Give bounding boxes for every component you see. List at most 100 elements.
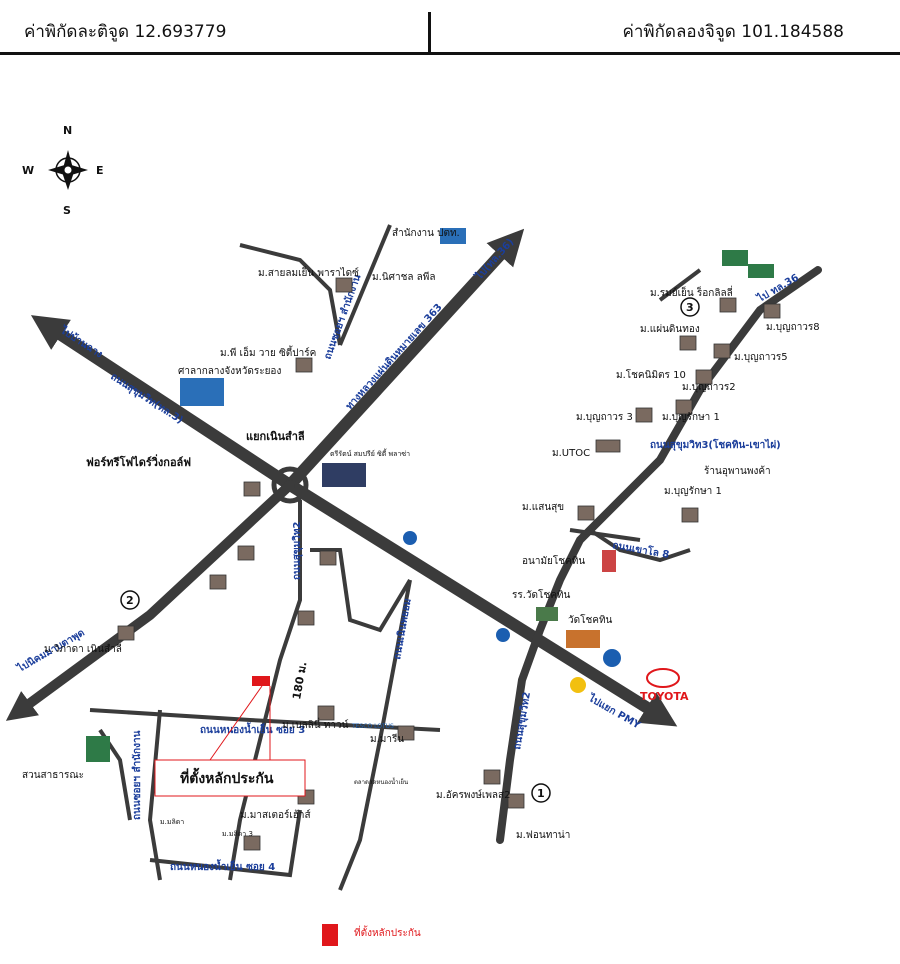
house-icon	[713, 343, 731, 359]
tree-icon	[722, 250, 748, 266]
house-icon	[317, 705, 335, 721]
house-icon	[237, 545, 255, 561]
caltex-icon	[603, 649, 621, 667]
house-icon	[209, 574, 227, 590]
house-icon	[243, 835, 261, 851]
toyota-text: TOYOTA	[640, 690, 689, 703]
compass-e: E	[96, 164, 104, 177]
label-ma-rin: ม.มารีน	[370, 733, 404, 745]
main-roads	[5, 228, 822, 844]
court-building-icon	[180, 378, 224, 406]
label-plaza: ตรีรัตน์ สมปรีย์ ซิตี้ พลาซ่า	[330, 447, 410, 458]
tree-icon	[748, 264, 774, 278]
label-bunrak1b: ม.บุญรักษา 1	[664, 486, 722, 497]
label-bunthavorn5: ม.บุญถาวร5	[734, 352, 788, 363]
label-to-36-top: ไป(ทล.36)	[472, 235, 516, 282]
gas-station-icon	[496, 628, 510, 642]
legend-swatch	[322, 924, 338, 946]
compass-w: W	[22, 164, 34, 177]
label-master: ม.มาสเตอร์เฮ้าส์	[240, 809, 311, 821]
label-fontana: ม.ฟอนทาน่า	[516, 830, 570, 841]
property-marker: ที่ตั้งหลักประกัน 180 ม.	[154, 661, 310, 797]
label-rd-sukhumvit2: ถนนสุขุมวิท2	[291, 522, 303, 580]
house-icon	[635, 407, 653, 423]
compass-rose: N S E W	[22, 124, 104, 217]
label-ma-lika: ม.มลิดา	[160, 818, 184, 826]
label-rd-sukhumvit3: ถนนสุขุมวิท(ทล.3)	[108, 370, 185, 426]
label-school: รร.วัดโชคทิน	[512, 588, 570, 601]
label-forest-golf: ฟอร์ทรีโฟไดร์วิ่งกอล์ฟ	[86, 454, 191, 469]
house-icon	[719, 297, 737, 313]
house-icon	[295, 357, 313, 373]
house-icon	[681, 507, 699, 523]
house-icon	[319, 550, 337, 566]
label-health: อนามัยโชคทิน	[522, 554, 585, 567]
house-icon	[483, 769, 501, 785]
house-icons	[117, 277, 781, 851]
label-temple: วัดโชคทิน	[568, 613, 613, 626]
coordinate-header: ค่าพิกัดละติจูด 12.693779 ค่าพิกัดลองจิจ…	[0, 0, 900, 56]
label-moo1: ม.อัครพงษ์เพลส2	[436, 789, 511, 801]
house-icon	[335, 277, 353, 293]
label-saendin: ม.แผ่นดินทอง	[640, 324, 700, 335]
header-rule	[0, 52, 900, 55]
number-markers: 2 1 3	[120, 297, 700, 803]
school-icon	[536, 607, 558, 621]
house-icon	[243, 481, 261, 497]
label-office: สำนักงาน ปตท.	[392, 228, 460, 239]
label-road-side: ถนนซอยฯ สำนักงาน	[131, 730, 143, 820]
label-saensuk: ม.แสนสุข	[522, 502, 564, 513]
label-rd-nong-nam-yen4: ถนนหนองน้ำเย็น ซอย 4	[170, 859, 275, 873]
property-label: ที่ตั้งหลักประกัน	[180, 767, 274, 787]
legend-label: ที่ตั้งหลักประกัน	[354, 925, 421, 939]
label-chokniminmit: ม.โชคนิมิตร 10	[616, 368, 686, 381]
label-nisa: ม.นิศาชล ลพีล	[372, 271, 436, 283]
label-public-park: สวนสาธารณะ	[22, 770, 84, 781]
house-icon	[117, 625, 135, 641]
house-icon	[695, 369, 713, 385]
label-court: ศาลากลางจังหวัดระยอง	[178, 366, 281, 377]
label-bunthavorn8: ม.บุญถาวร8	[766, 322, 820, 333]
latitude-label: ค่าพิกัดละติจูด 12.693779	[24, 22, 227, 42]
marker-2: 2	[126, 594, 134, 607]
gas-station-icon	[403, 531, 417, 545]
marker-1: 1	[537, 787, 545, 800]
label-bunrak1: ม.บุญรักษา 1	[662, 412, 720, 423]
label-utoc: ม.UTOC	[552, 448, 590, 459]
label-ban-saeng: ม.เบลลินี่ ทาวน์	[282, 717, 349, 731]
plaza-building-icon	[322, 463, 366, 487]
label-ma-lika3: ม.มลิดา 3	[222, 830, 253, 838]
house-icon	[679, 335, 697, 351]
label-noen-sam-intersection: แยกเนินสำลี	[246, 430, 305, 443]
label-rd-khao-lo: ถนนเขาโล 8	[611, 538, 670, 561]
compass-n: N	[63, 124, 72, 137]
house-icon	[577, 505, 595, 521]
park-icon	[86, 736, 110, 762]
label-bunthavorn3: ม.บุญถาวร 3	[576, 412, 633, 423]
house-icon	[297, 610, 315, 626]
label-romyen: ม.รมย์เย็น ร็อกลิลลี่	[650, 285, 733, 299]
house-icon	[763, 303, 781, 319]
label-market: ตลาดสดหนองน้ำเย็น	[354, 776, 408, 786]
shell-icon	[570, 677, 586, 693]
large-buildings	[86, 228, 774, 762]
house-icon	[507, 793, 525, 809]
label-shop: ร้านอุพานพงค้า	[704, 465, 771, 477]
distance-label: 180 ม.	[290, 661, 309, 701]
temple-icon	[566, 630, 600, 648]
house-icon	[595, 439, 621, 453]
office-building-icon	[440, 228, 466, 244]
longitude-label: ค่าพิกัดลองจิจูด 101.184588	[622, 22, 845, 42]
label-rd-363: ทางหลวงแผ่นดินหมายเลข 363	[343, 301, 444, 412]
health-icon	[602, 550, 616, 572]
location-map: N S E W ไปบ้านฉาง ถนนสุขุมวิท(ทล.3) ทางห…	[5, 124, 822, 946]
map-legend: ที่ตั้งหลักประกัน	[322, 924, 421, 946]
label-sai-lom: ม.สายลมเย็น พาราไดซ์	[258, 265, 359, 279]
label-bunthavorn2: ม.บุญถาวร2	[682, 382, 736, 393]
label-moo2: ม.วิภาดา เนินสำลี	[44, 643, 122, 655]
marker-3: 3	[686, 301, 694, 314]
house-icon	[675, 399, 693, 415]
toyota-logo: TOYOTA	[640, 668, 689, 703]
label-tesco: TESCO LOTUS	[351, 723, 394, 730]
compass-s: S	[63, 204, 71, 217]
